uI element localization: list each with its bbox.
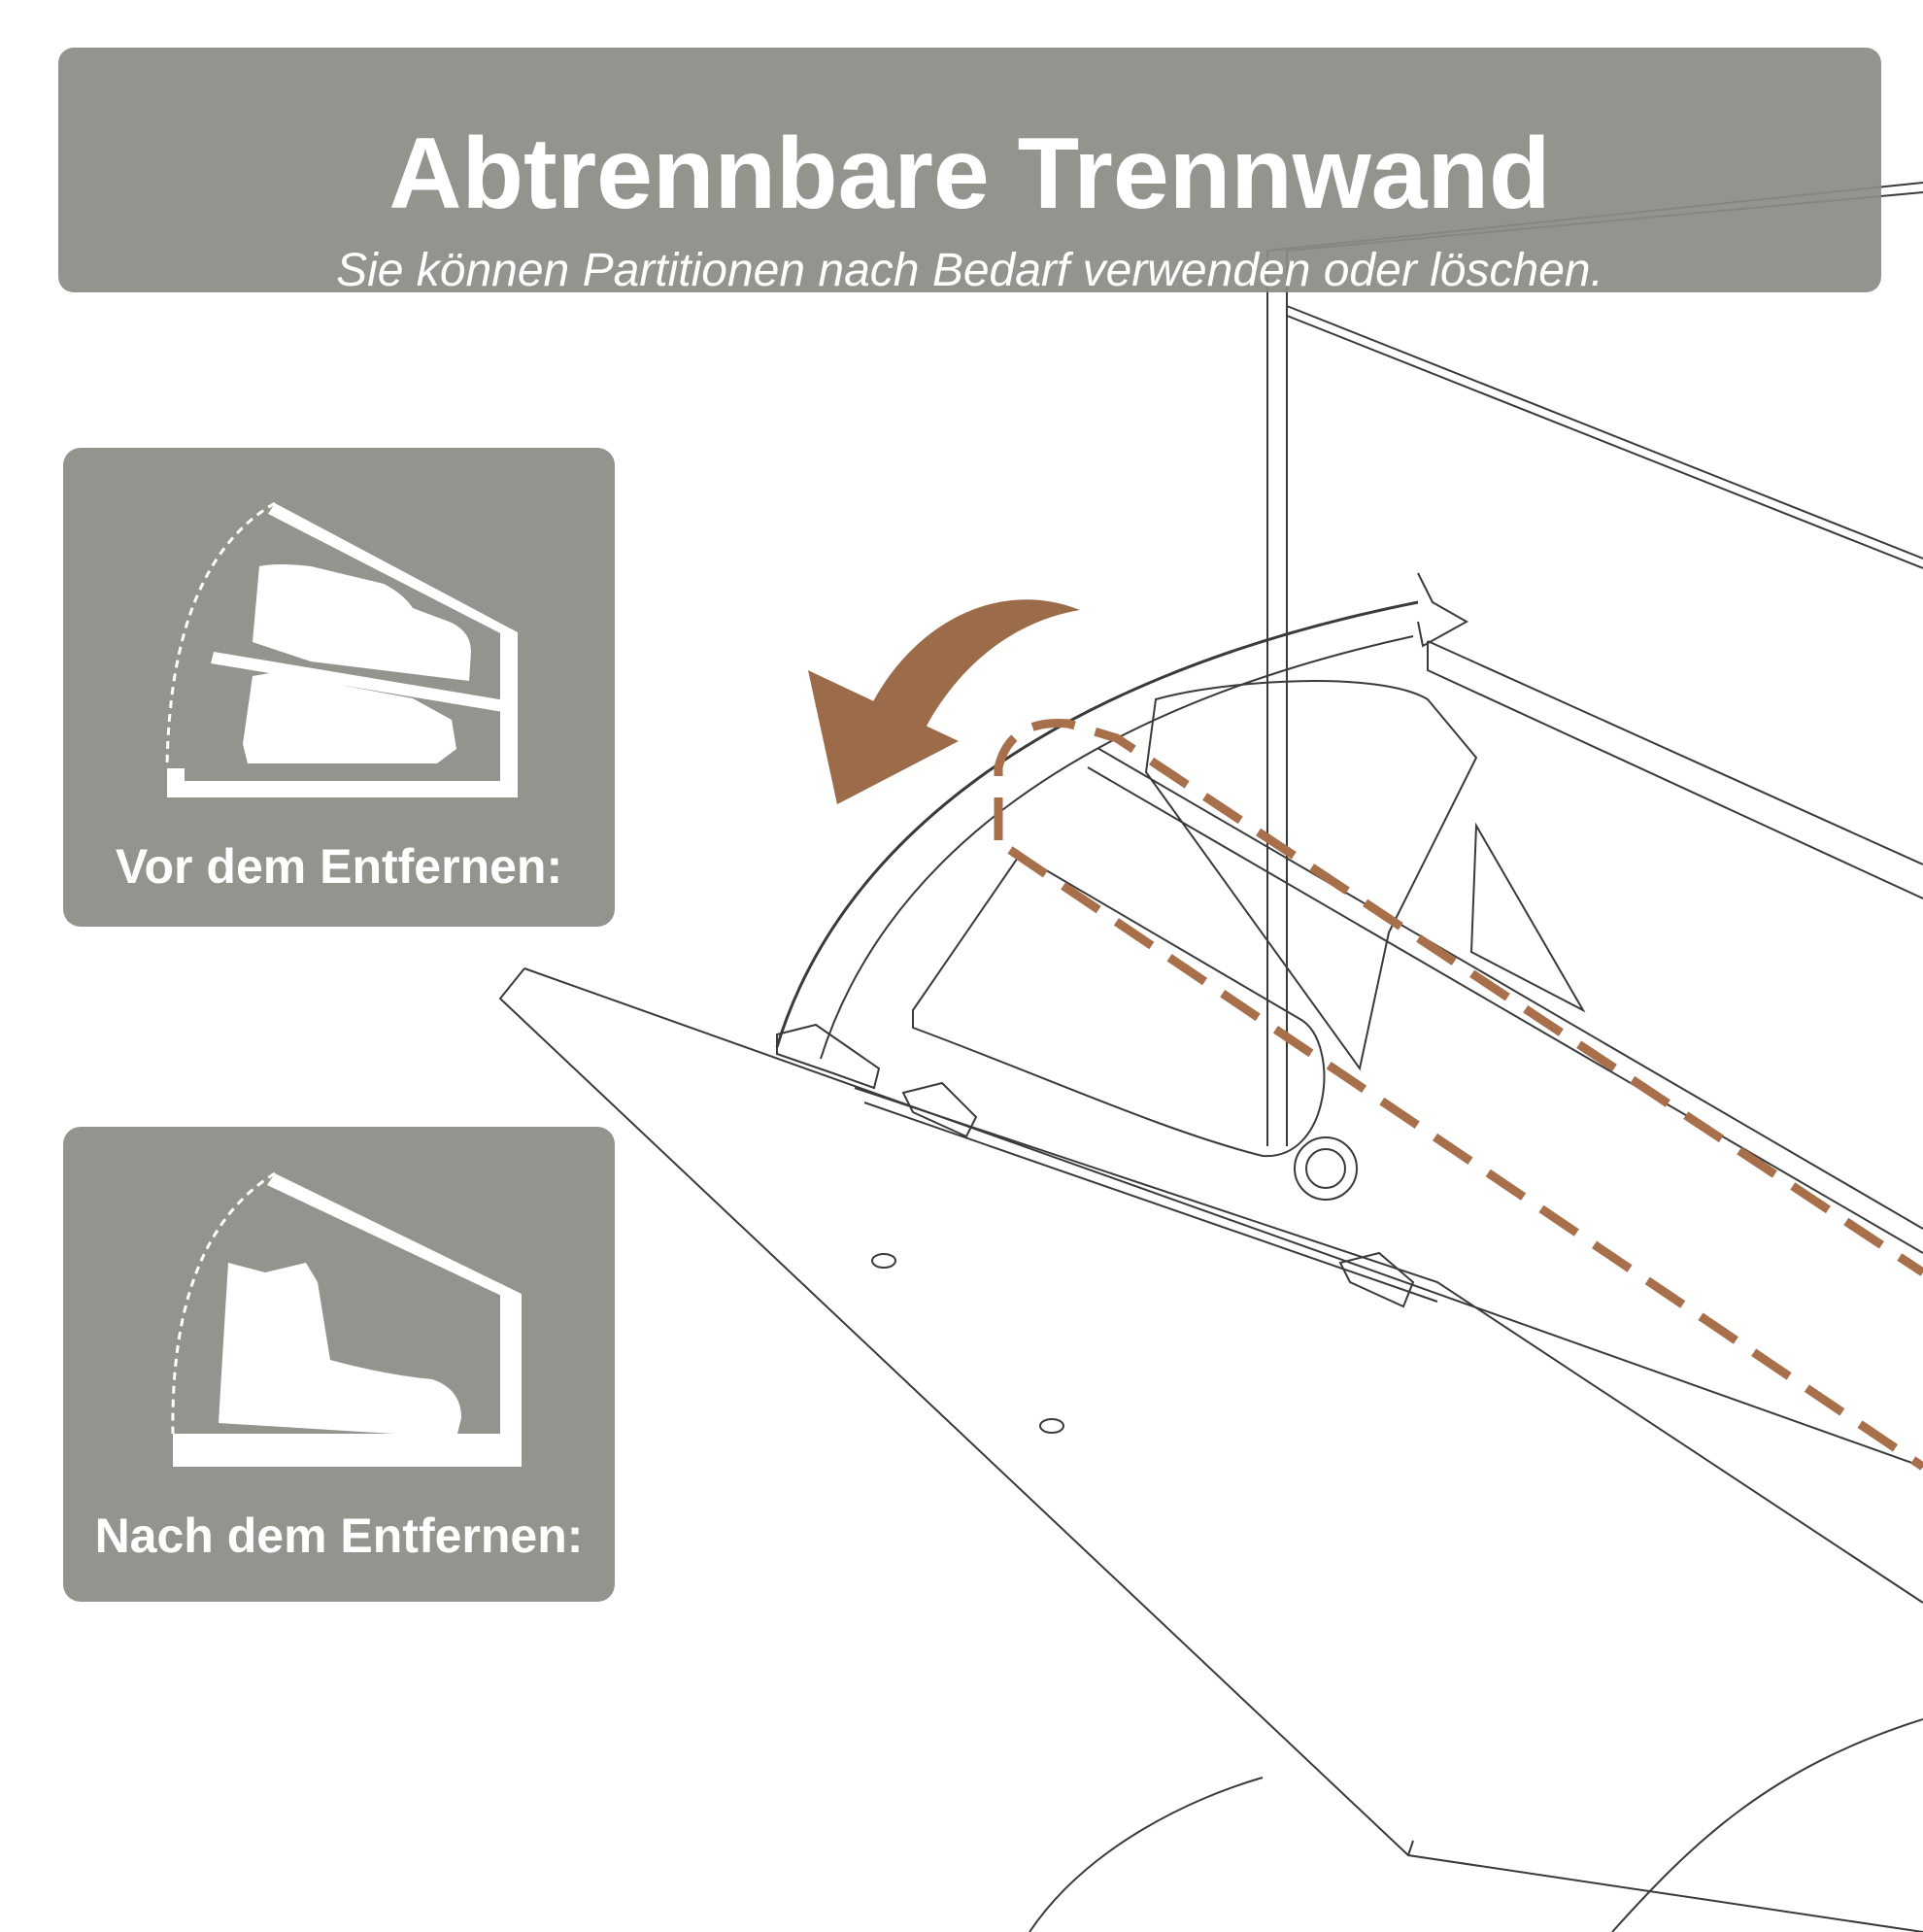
knob-ring-inner: [1305, 1148, 1346, 1189]
after-removal-label: Nach dem Entfernen:: [94, 1508, 584, 1563]
shelf-rail-lower: [854, 1087, 1923, 1604]
partition-cutout-left: [912, 853, 1326, 1158]
after-removal-panel: Nach dem Entfernen:: [63, 1127, 615, 1602]
sneaker-bottom-icon: [243, 671, 456, 763]
bottom-board: [498, 967, 1923, 1932]
cabinet-back-edge: [1286, 305, 1923, 569]
side-panel: [1427, 640, 1923, 899]
removable-part-outline: [994, 719, 1923, 1471]
screw-hole-2: [1039, 1418, 1064, 1434]
before-removal-label: Vor dem Entfernen:: [115, 839, 563, 894]
shelf-rail-top: [1087, 747, 1923, 1254]
clip-top: [1417, 572, 1469, 648]
page-title: Abtrennbare Trennwand: [388, 118, 1551, 230]
lower-partition-arc: [1029, 1718, 1923, 1932]
partition-arc-inner: [820, 635, 1414, 1060]
partition-cutout-mid: [1469, 822, 1586, 1013]
partition-arc: [775, 600, 1419, 1048]
screw-hole-1: [871, 1253, 896, 1269]
double-shoe-shelf-icon: [165, 501, 518, 797]
knob-ring: [1294, 1136, 1358, 1201]
cabinet-frame: [1266, 182, 1923, 1146]
header-banner: Abtrennbare Trennwand Sie können Partiti…: [58, 48, 1881, 296]
boot-shelf-icon: [171, 1171, 522, 1467]
clip-left-2: [901, 1081, 978, 1138]
clip-bottom: [1338, 1251, 1415, 1308]
page-subtitle: Sie können Partitionen nach Bedarf verwe…: [336, 245, 1603, 296]
clip-left-1: [776, 1023, 881, 1090]
partition-cutout-right: [1144, 680, 1478, 1071]
before-removal-panel: Vor dem Entfernen:: [63, 448, 615, 927]
sneaker-top-icon: [253, 564, 471, 681]
curved-arrow-icon: [808, 599, 1080, 804]
boot-icon: [219, 1263, 461, 1438]
